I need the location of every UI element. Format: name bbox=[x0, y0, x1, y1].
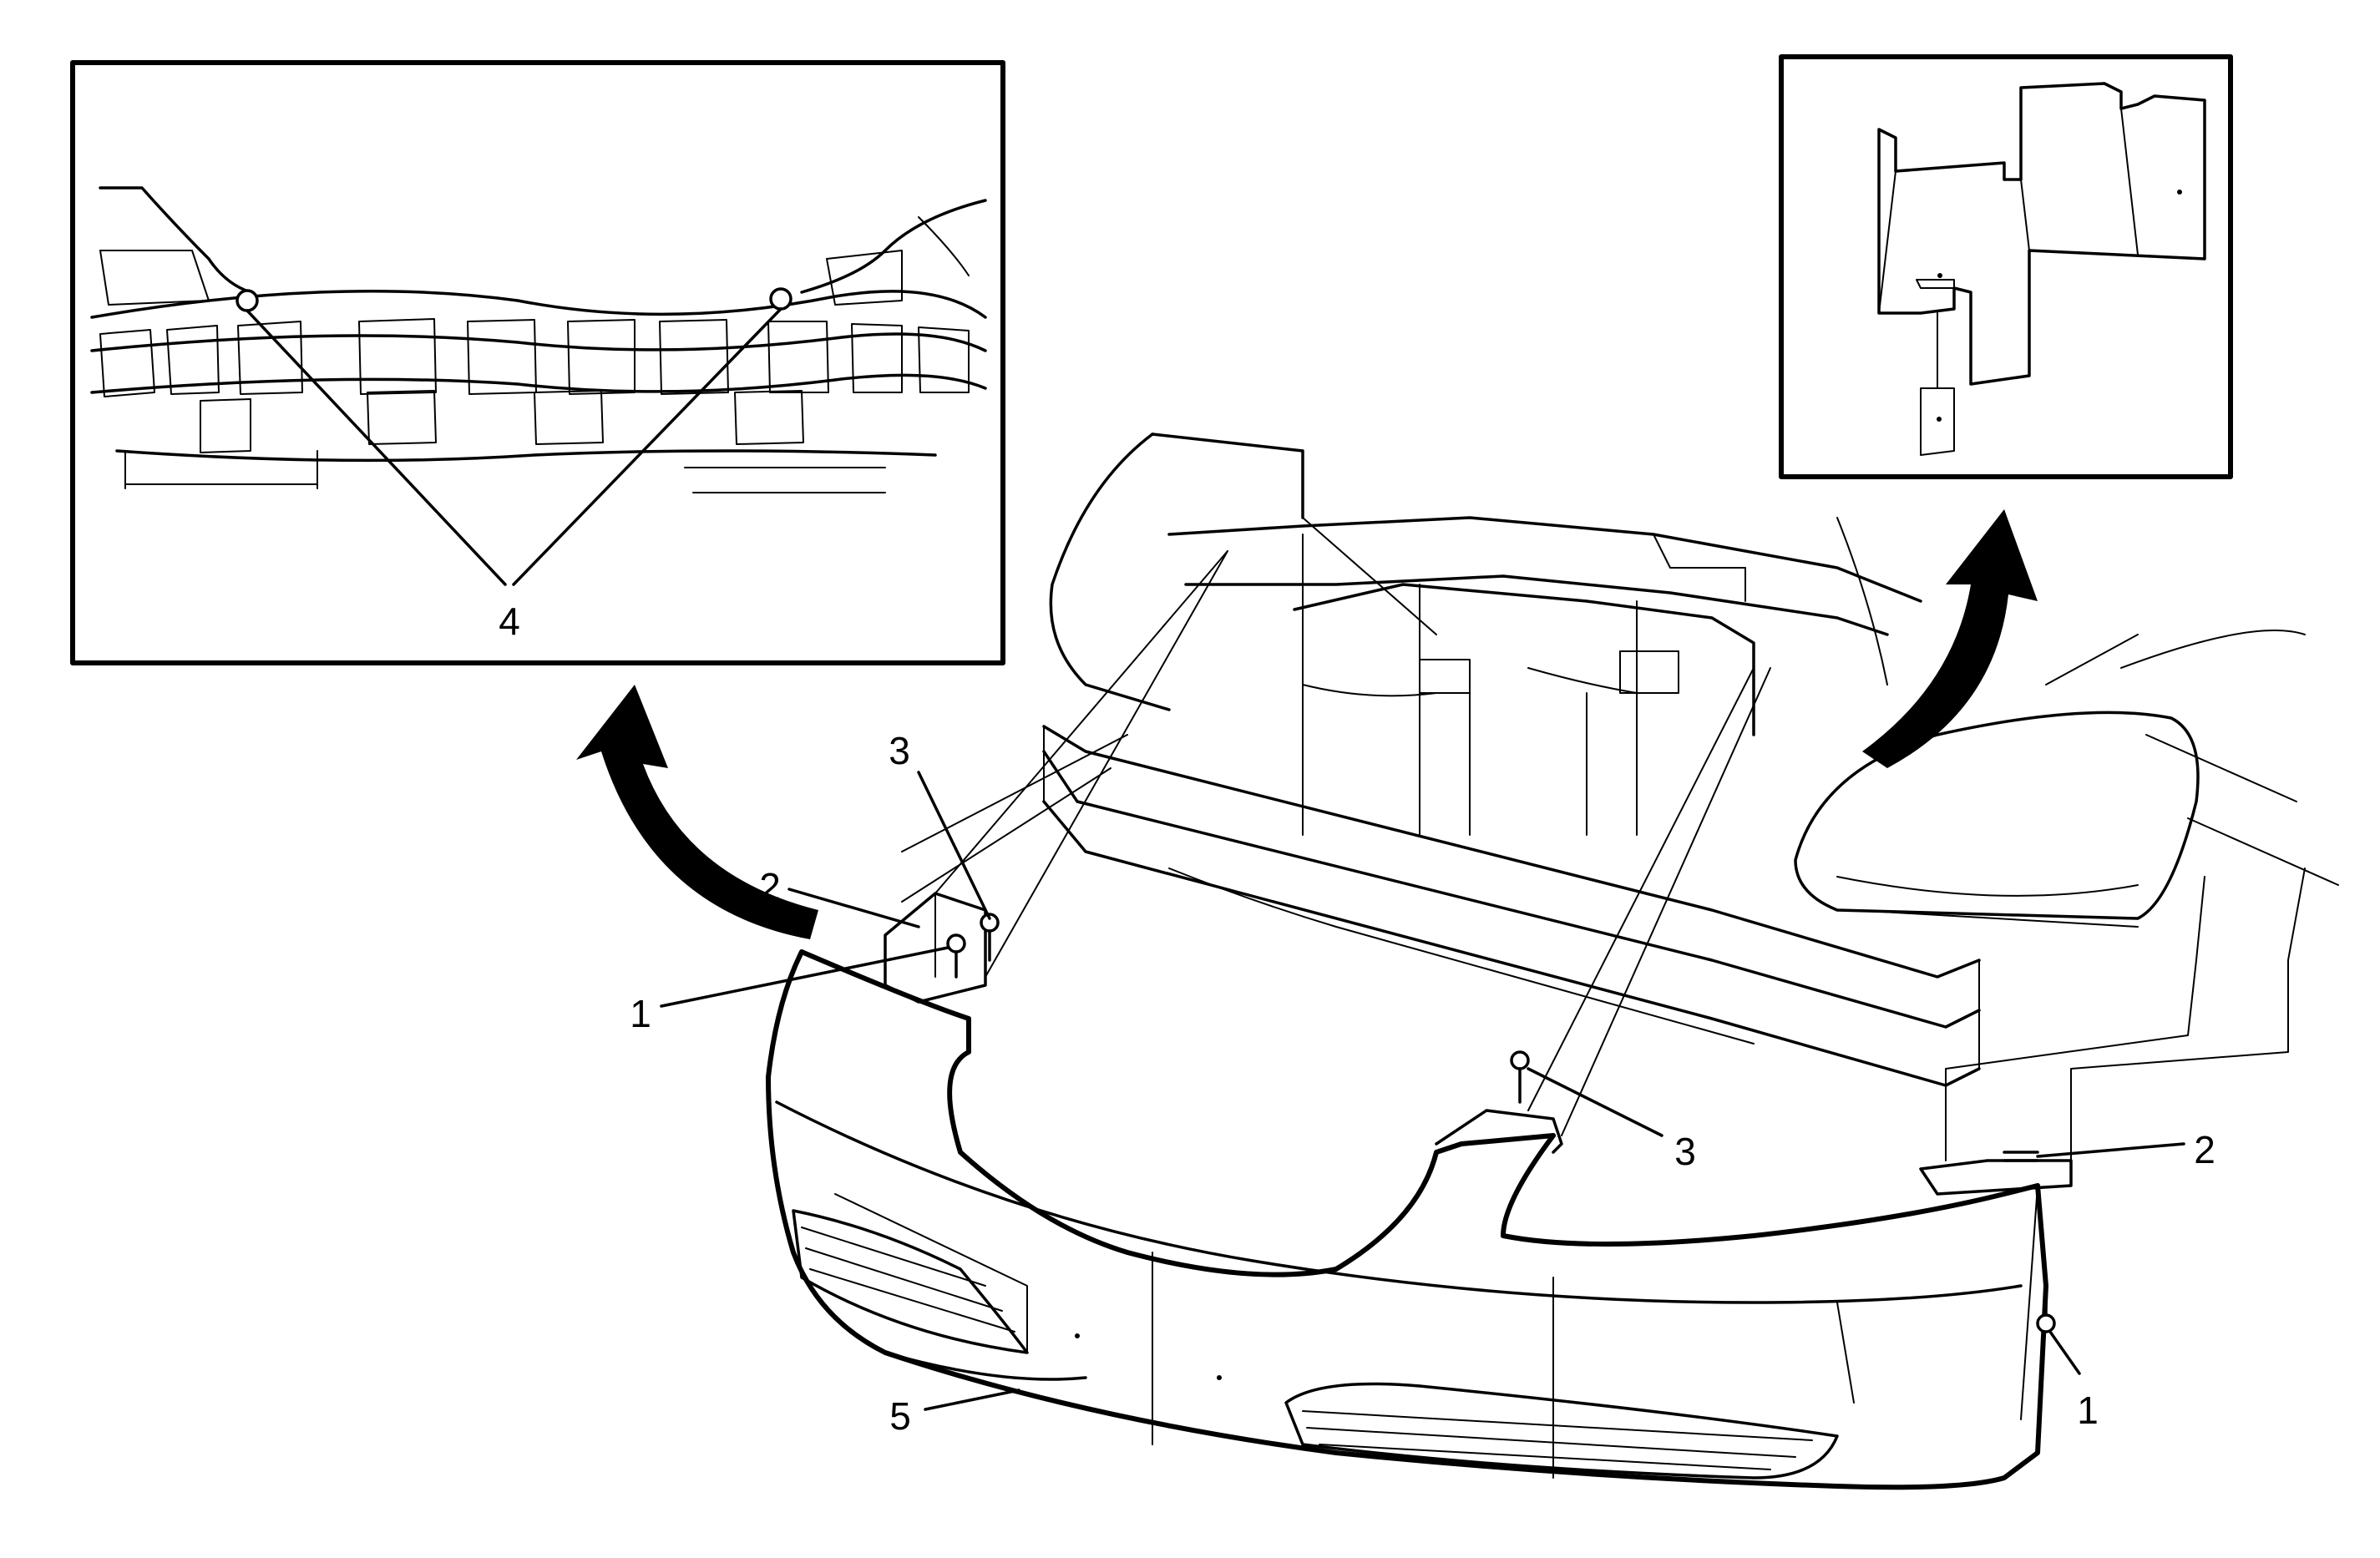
callout-1-right: 1 bbox=[2077, 1389, 2099, 1432]
left-inset-frame bbox=[70, 60, 1005, 665]
fasteners bbox=[946, 913, 2056, 1333]
right-inset-frame bbox=[1779, 54, 2233, 479]
fastener-3-left bbox=[980, 913, 1000, 962]
fastener-4-left bbox=[235, 289, 259, 312]
right-inset-detail bbox=[1779, 54, 2233, 479]
fastener-1-right bbox=[2036, 1288, 2056, 1333]
callout-5: 5 bbox=[889, 1394, 911, 1438]
callout-3-right: 3 bbox=[1674, 1130, 1696, 1173]
callout-1-left: 1 bbox=[630, 992, 651, 1035]
callout-4: 4 bbox=[499, 599, 520, 643]
fastener-2-right bbox=[2003, 1151, 2039, 1162]
callout-2-left: 2 bbox=[759, 865, 781, 908]
fastener-4-right bbox=[769, 287, 792, 311]
fastener-3-center bbox=[1510, 1050, 1530, 1104]
front-bumper-fascia bbox=[766, 892, 2073, 1490]
callout-3-left: 3 bbox=[889, 729, 910, 772]
callout-2-right: 2 bbox=[2194, 1128, 2215, 1171]
arrow-to-right-inset bbox=[1862, 509, 2038, 768]
fastener-1-left bbox=[946, 933, 966, 979]
left-inset-detail: 4 bbox=[70, 60, 1005, 665]
alignment-lines bbox=[901, 550, 2306, 1161]
callouts: 3 2 1 3 2 1 5 bbox=[630, 729, 2215, 1438]
vehicle-front-structure bbox=[1042, 432, 2339, 1087]
arrow-to-left-inset bbox=[576, 685, 818, 939]
